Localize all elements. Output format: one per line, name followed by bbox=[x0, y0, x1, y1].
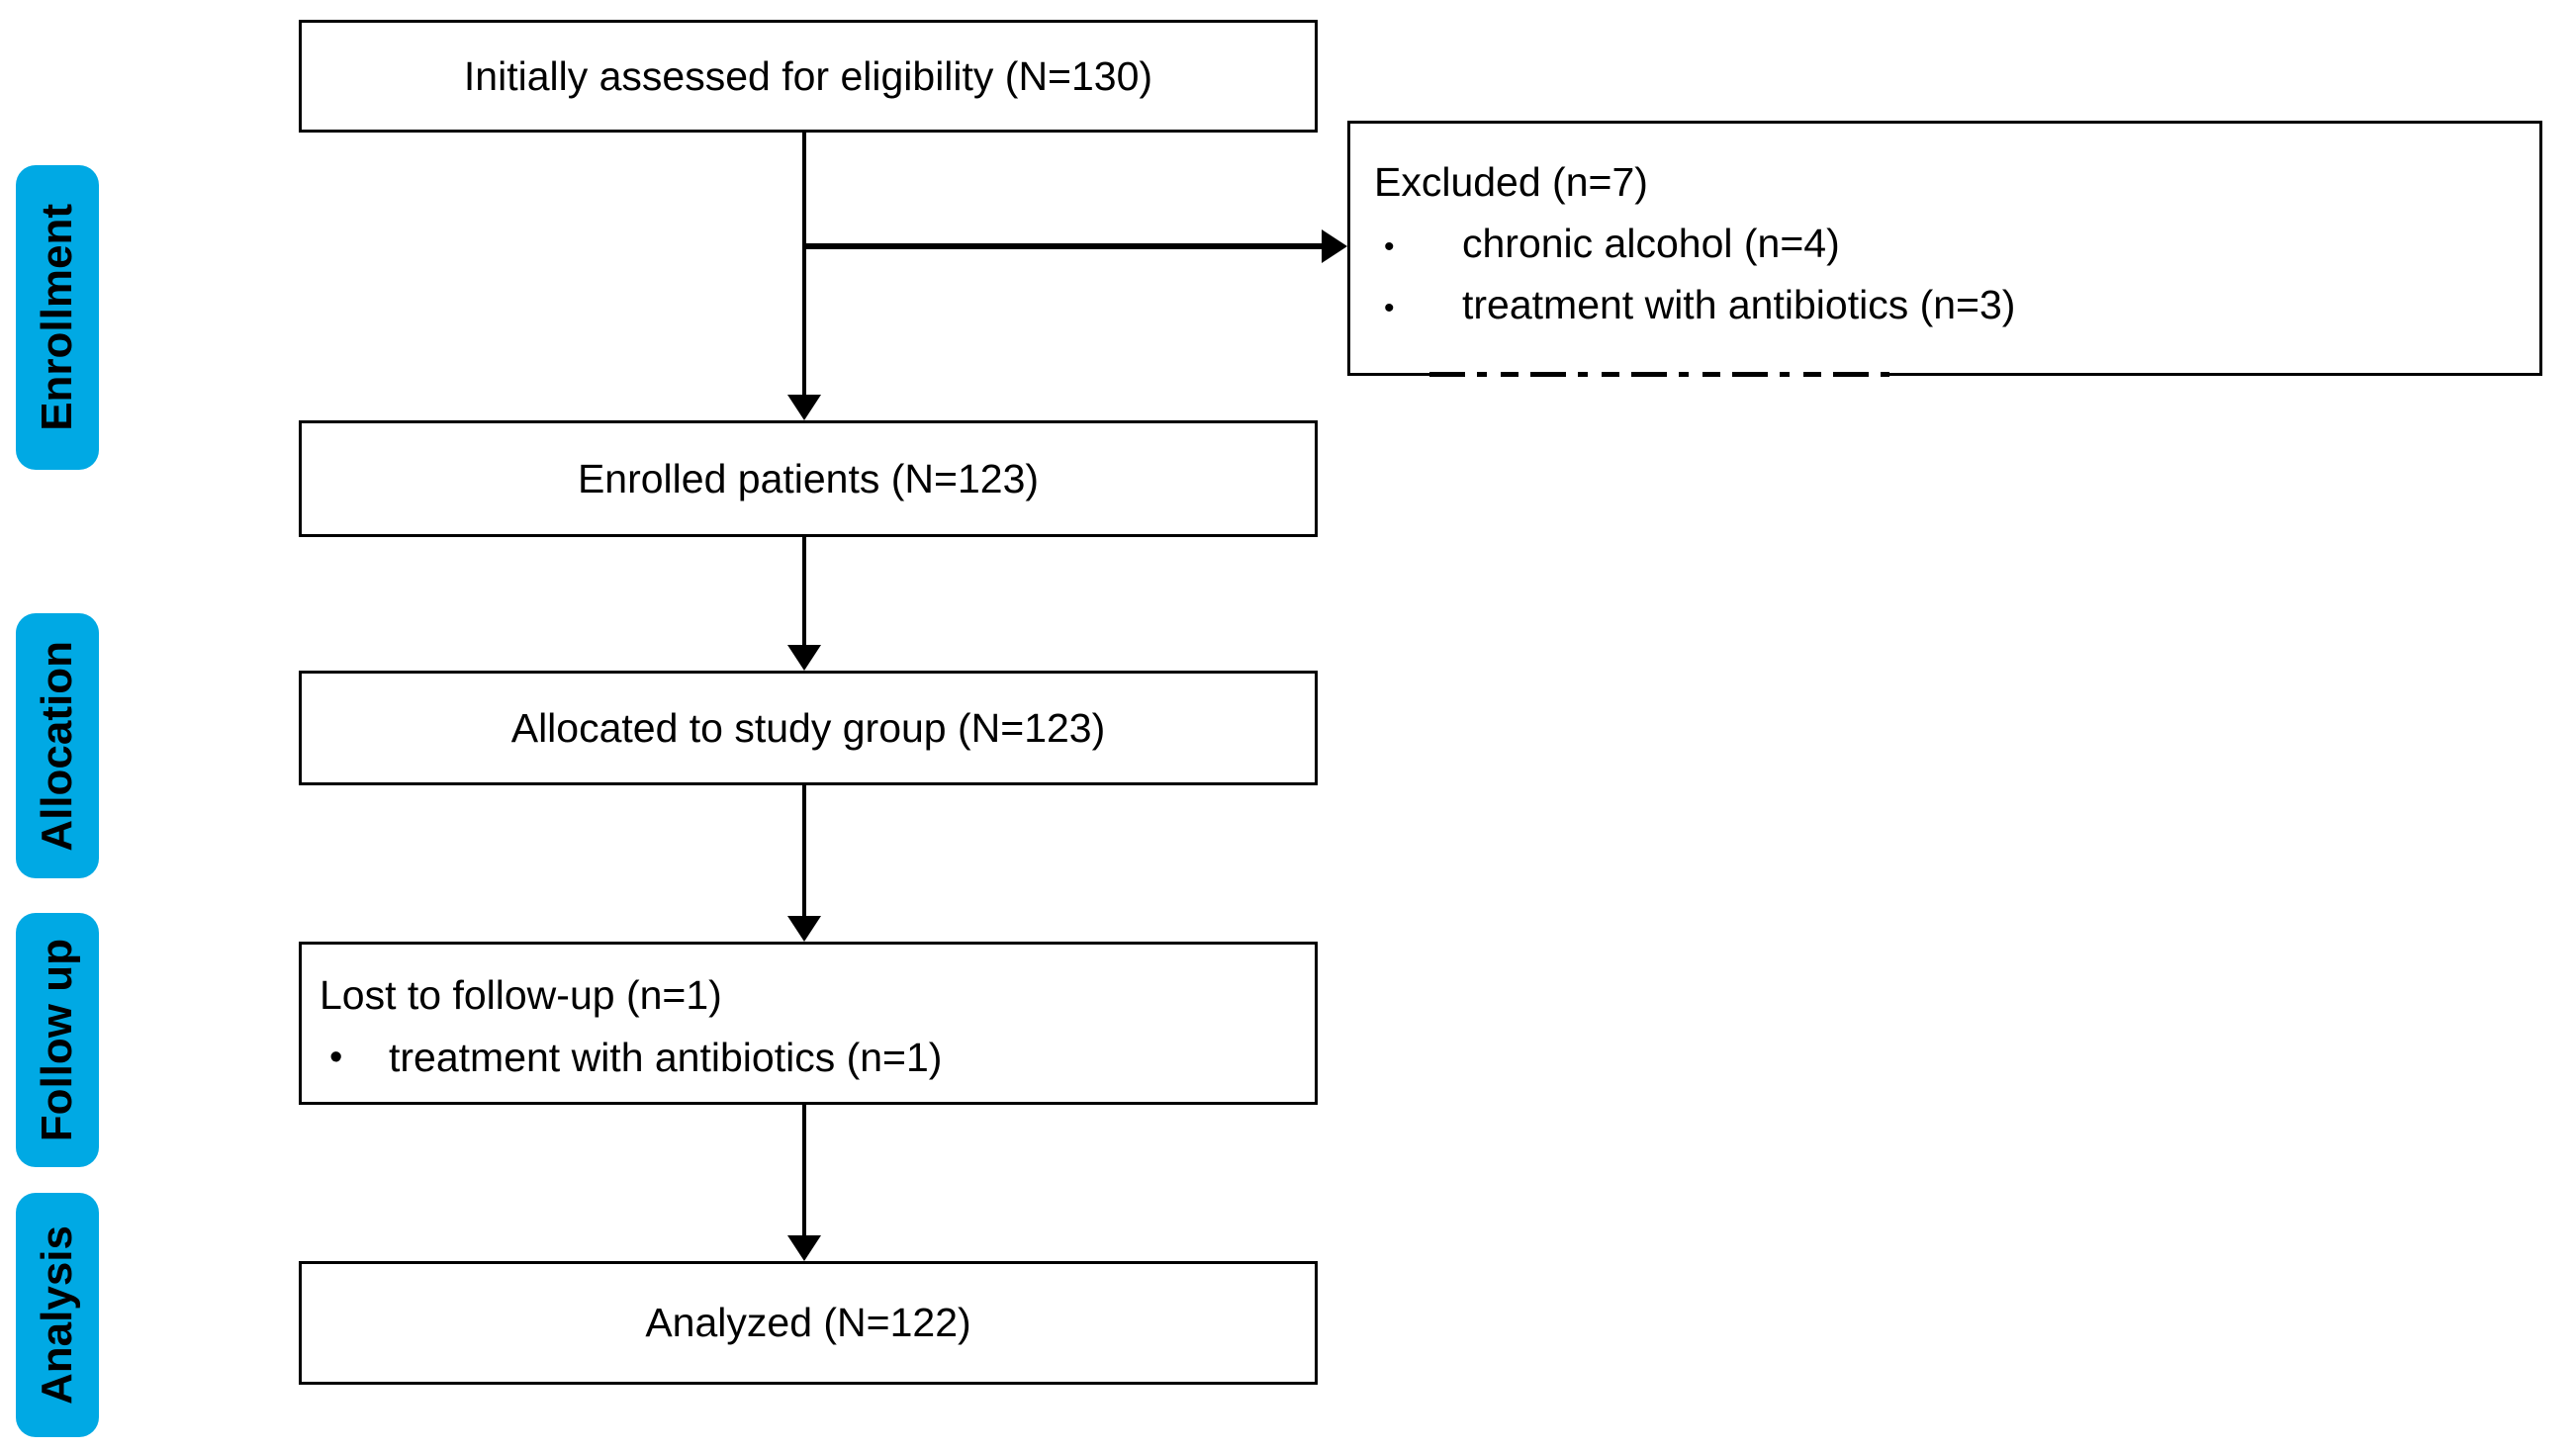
box-excluded-item-text: chronic alcohol (n=4) bbox=[1462, 221, 1840, 266]
box-enrolled-text: Enrolled patients (N=123) bbox=[577, 455, 1040, 501]
stage-followup: Follow up bbox=[16, 913, 99, 1167]
arrowhead-down-icon bbox=[787, 1235, 821, 1261]
stage-analysis: Analysis bbox=[16, 1193, 99, 1437]
box-enrolled: Enrolled patients (N=123) bbox=[299, 420, 1318, 537]
stage-enrollment: Enrollment bbox=[16, 165, 99, 470]
stage-analysis-label: Analysis bbox=[33, 1225, 81, 1405]
bullet-icon: • bbox=[1384, 292, 1395, 324]
box-excluded-item-text: treatment with antibiotics (n=3) bbox=[1462, 282, 2016, 327]
box-excluded-item: • chronic alcohol (n=4) bbox=[1350, 213, 2539, 274]
box-assessed-text: Initially assessed for eligibility (N=13… bbox=[463, 52, 1153, 99]
box-lost: Lost to follow-up (n=1) • treatment with… bbox=[299, 942, 1318, 1105]
arrowhead-down-icon bbox=[787, 645, 821, 671]
box-assessed: Initially assessed for eligibility (N=13… bbox=[299, 20, 1318, 133]
arrowhead-right-icon bbox=[1322, 229, 1347, 263]
arrowhead-down-icon bbox=[787, 395, 821, 420]
box-excluded-item: • treatment with antibiotics (n=3) bbox=[1350, 274, 2539, 335]
box-excluded: Excluded (n=7) • chronic alcohol (n=4) •… bbox=[1347, 121, 2542, 376]
stage-allocation-label: Allocation bbox=[33, 640, 81, 852]
arrow-allocated-to-lost-line bbox=[802, 785, 806, 918]
stage-allocation: Allocation bbox=[16, 613, 99, 878]
bullet-icon: • bbox=[329, 1037, 343, 1078]
arrow-enrolled-to-allocated-line bbox=[802, 537, 806, 647]
arrow-lost-to-analyzed-line bbox=[802, 1105, 806, 1237]
box-allocated: Allocated to study group (N=123) bbox=[299, 671, 1318, 785]
box-allocated-text: Allocated to study group (N=123) bbox=[510, 704, 1106, 751]
box-lost-title: Lost to follow-up (n=1) bbox=[320, 972, 722, 1018]
bullet-icon: • bbox=[1384, 230, 1395, 263]
arrowhead-down-icon bbox=[787, 916, 821, 942]
stage-enrollment-label: Enrollment bbox=[33, 204, 81, 431]
arrow-to-excluded-line bbox=[802, 243, 1324, 249]
stage-followup-label: Follow up bbox=[33, 938, 81, 1142]
box-excluded-title: Excluded (n=7) bbox=[1374, 159, 1648, 205]
box-lost-item-text: treatment with antibiotics (n=1) bbox=[389, 1035, 943, 1080]
arrow-assessed-to-enrolled-line bbox=[802, 133, 806, 397]
box-lost-item: • treatment with antibiotics (n=1) bbox=[302, 1027, 1315, 1089]
box-analyzed-text: Analyzed (N=122) bbox=[645, 1300, 971, 1345]
erased-border-artifact bbox=[1429, 370, 1889, 379]
box-analyzed: Analyzed (N=122) bbox=[299, 1261, 1318, 1385]
